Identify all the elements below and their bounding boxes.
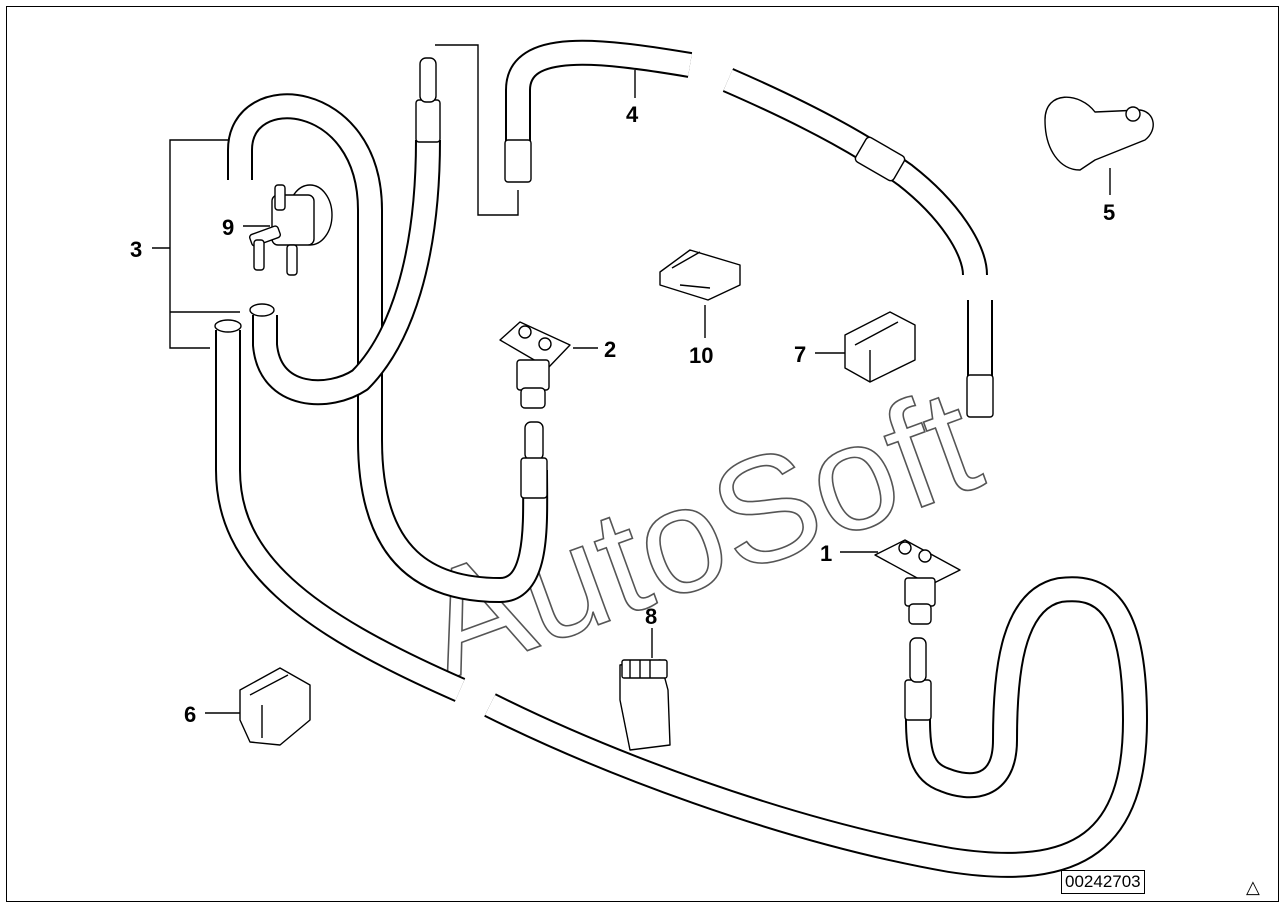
part-7-connector xyxy=(844,311,916,383)
hose-3-upper-connector xyxy=(415,99,441,143)
hose-3-upper-nozzle xyxy=(419,57,437,103)
bracket-3 xyxy=(152,139,240,349)
hose-small-fitting xyxy=(520,421,548,499)
hose-3-end-opening xyxy=(249,303,275,317)
label-4: 4 xyxy=(626,102,639,127)
label-2: 2 xyxy=(604,337,616,362)
warning-triangle-icon: △ xyxy=(1246,877,1260,898)
label-3: 3 xyxy=(130,237,142,262)
diagram-frame xyxy=(6,6,1279,902)
hose-4-connector xyxy=(504,139,532,183)
label-9: 9 xyxy=(222,215,234,240)
hose-lower-right xyxy=(484,576,1148,878)
part-2-nozzle xyxy=(499,321,571,409)
hose-3-upper xyxy=(249,57,441,406)
label-10: 10 xyxy=(689,343,713,368)
hose-3-lower xyxy=(214,319,466,702)
bracket-upper xyxy=(435,44,519,216)
hose-3-lower-opening xyxy=(214,319,242,333)
part-8-clip xyxy=(619,659,671,751)
hose-4-sleeve xyxy=(854,136,906,182)
hose-4 xyxy=(504,39,994,418)
part-1-nozzle xyxy=(874,539,961,625)
watermark-text: AutoSoft xyxy=(400,355,998,710)
label-6: 6 xyxy=(184,702,196,727)
hose-3-loop xyxy=(227,93,549,603)
label-7: 7 xyxy=(794,342,806,367)
hose-4-end-connector xyxy=(966,374,994,418)
part-5-clamp xyxy=(1044,96,1154,171)
part-9-valve xyxy=(248,184,333,276)
part-6-clip xyxy=(239,667,311,746)
hose-lower-right-nozzle xyxy=(909,637,927,683)
document-number: 00242703 xyxy=(1061,870,1145,894)
label-8: 8 xyxy=(645,604,657,629)
hose-lower-right-connector xyxy=(904,679,932,721)
label-5: 5 xyxy=(1103,200,1115,225)
part-10-clip xyxy=(659,249,741,301)
label-1: 1 xyxy=(820,541,832,566)
